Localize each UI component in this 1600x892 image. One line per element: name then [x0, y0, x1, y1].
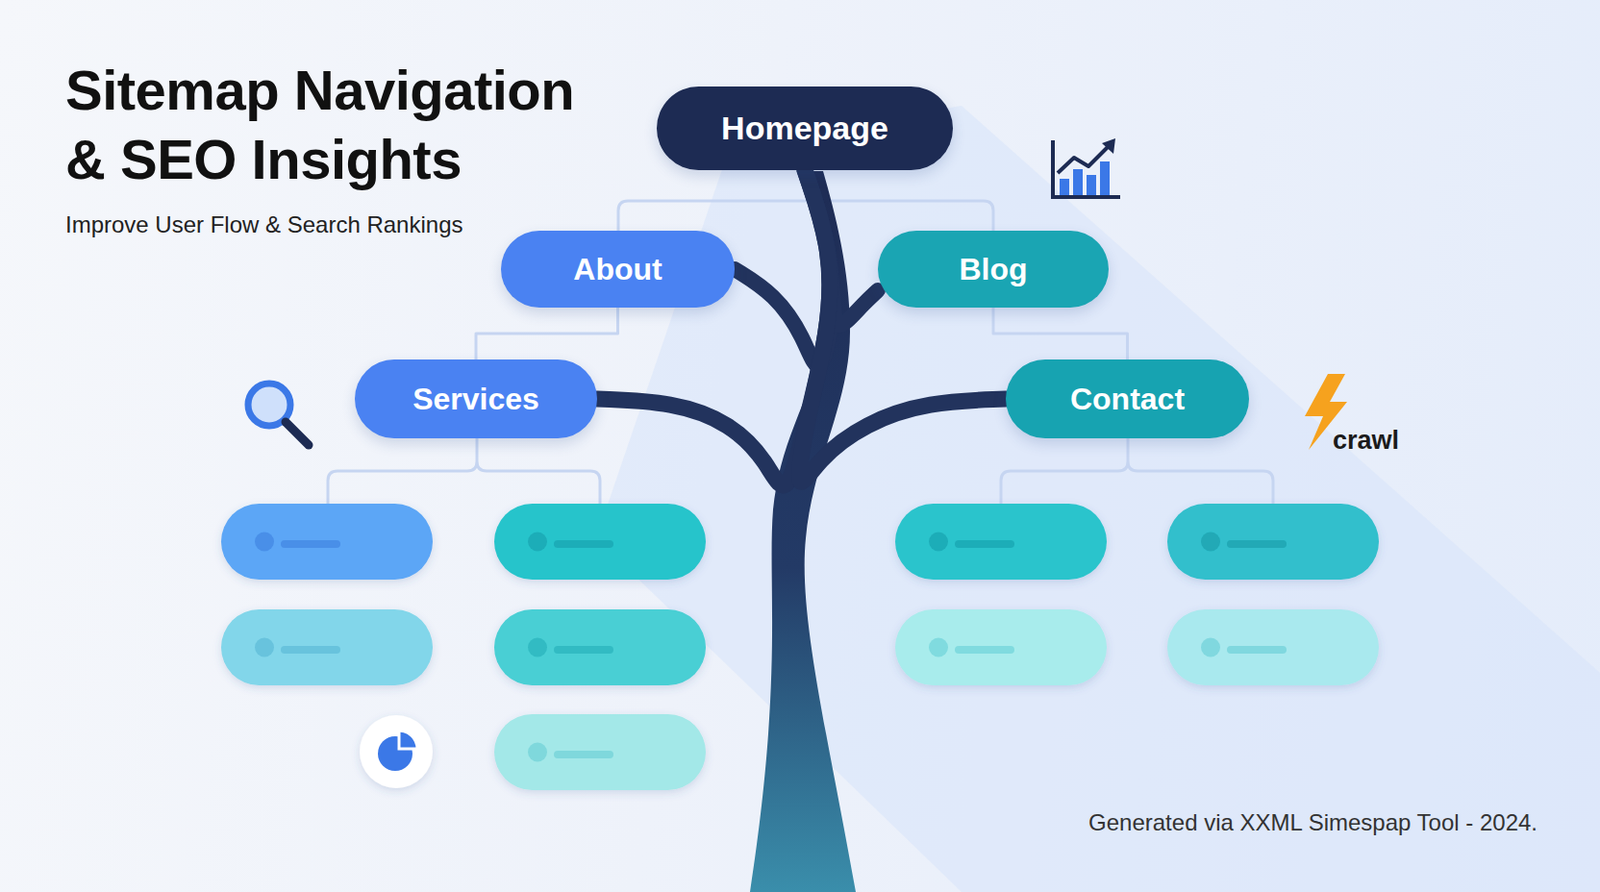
- node-label: About: [573, 251, 662, 288]
- bracket-line: [327, 438, 600, 504]
- tree-branch: [597, 170, 830, 486]
- page-node: Blog: [877, 230, 1109, 308]
- connector-line: [475, 307, 619, 360]
- node-label: Contact: [1070, 381, 1185, 418]
- chart-icon: [1052, 138, 1121, 198]
- page-node: Services: [354, 359, 598, 439]
- placeholder-pill: [1167, 503, 1379, 580]
- placeholder-pill: [494, 714, 706, 791]
- pie-icon: [359, 715, 433, 789]
- placeholder-pill: [494, 609, 706, 686]
- bracket-line: [1000, 438, 1274, 504]
- footer-caption: Generated via XXML Simespap Tool - 2024.: [865, 809, 1538, 837]
- placeholder-pill: [221, 609, 433, 686]
- node-label: Blog: [958, 251, 1027, 288]
- page-node: About: [500, 230, 735, 308]
- diagonal-shadow: [596, 105, 1600, 892]
- diagram-title: Sitemap Navigation & SEO Insights: [65, 55, 604, 195]
- node-label: Services: [412, 381, 540, 418]
- icon-label: crawl: [1332, 425, 1468, 456]
- bracket-line: [618, 200, 994, 231]
- placeholder-pill: [895, 503, 1107, 580]
- placeholder-pill: [1167, 609, 1379, 686]
- node-label: Homepage: [721, 109, 889, 148]
- page-node: Contact: [1005, 359, 1250, 439]
- tree-trunk: [750, 171, 856, 892]
- placeholder-pill: [494, 503, 706, 580]
- placeholder-pill: [221, 503, 433, 580]
- placeholder-pill: [895, 609, 1107, 686]
- page-node: Homepage: [656, 86, 953, 171]
- magnifier-icon: [248, 383, 309, 446]
- subtitle-text: Improve User Flow & Search Rankings: [65, 211, 604, 239]
- tree-branch: [799, 170, 1006, 482]
- connector-line: [993, 307, 1128, 360]
- placeholder-pages: [221, 503, 1379, 791]
